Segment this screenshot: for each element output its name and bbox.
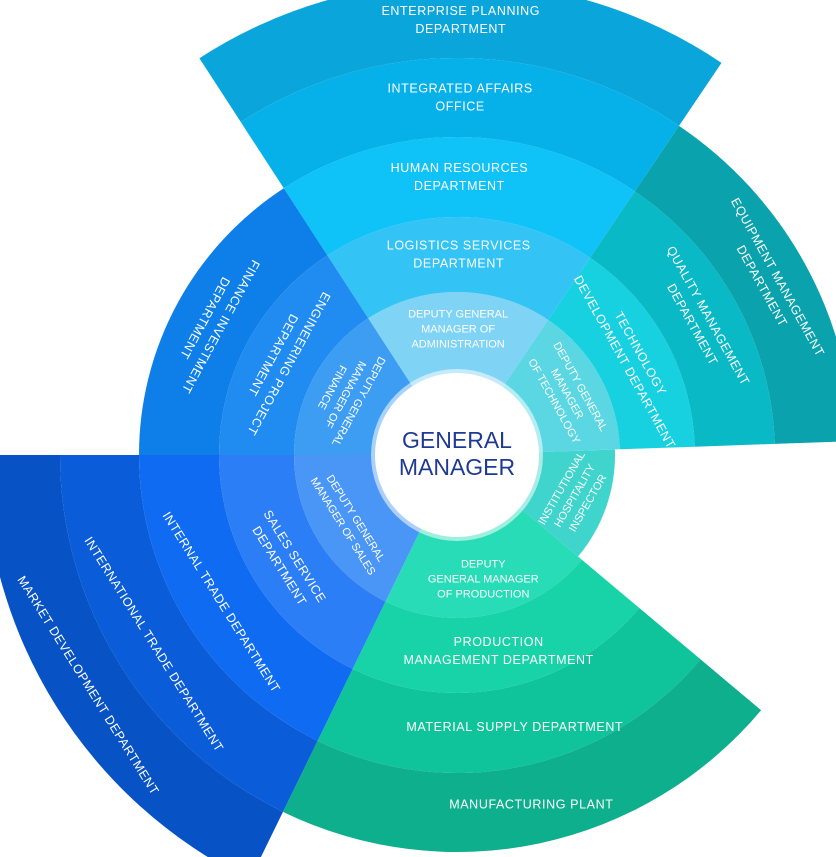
label-administration-dept-1-line-2: DEPARTMENT	[413, 257, 504, 271]
label-production-dept-1: PRODUCTION MANAGEMENT DEPARTMENT	[403, 635, 593, 667]
label-production-dept-2-line-1: MATERIAL SUPPLY DEPARTMENT	[406, 720, 623, 734]
sector-technology-dept-ring-1[interactable]	[548, 257, 695, 450]
label-administration-dept-2-line-1: HUMAN RESOURCES	[391, 161, 529, 175]
sector-production-dept-ring-1[interactable]	[352, 559, 640, 693]
label-administration-dept-3-line-1: INTEGRATED AFFAIRS	[387, 82, 532, 96]
sector-administration-dept-ring-4[interactable]	[199, 0, 722, 126]
center-title-line-1: GENERAL	[402, 427, 512, 453]
label-administration-dept-2: HUMAN RESOURCES DEPARTMENT	[391, 161, 529, 193]
label-administration-dept-3: INTEGRATED AFFAIRS OFFICE	[387, 82, 532, 114]
label-administration-dept-1: LOGISTICS SERVICES DEPARTMENT	[387, 239, 531, 271]
sector-technology-dept-ring-2[interactable]	[590, 191, 775, 447]
label-administration-deputy: DEPUTY GENERAL MANAGER OF ADMINISTRATION	[408, 309, 508, 351]
label-administration-dept-2-line-2: DEPARTMENT	[414, 179, 505, 193]
sector-sales-dept-ring-1[interactable]	[219, 455, 386, 669]
label-administration-dept-1-line-1: LOGISTICS SERVICES	[387, 239, 531, 253]
label-administration-deputy-line-3: ADMINISTRATION	[411, 339, 504, 351]
label-administration-dept-4: ENTERPRISE PLANNING DEPARTMENT	[381, 4, 540, 36]
label-administration-dept-3-line-2: OFFICE	[435, 100, 484, 114]
label-production-dept-3-line-1: MANUFACTURING PLANT	[449, 798, 613, 812]
sector-sales-dept-ring-4[interactable]	[0, 455, 283, 857]
center-title-line-2: MANAGER	[399, 454, 515, 480]
label-production-dept-3: MANUFACTURING PLANT	[449, 798, 613, 812]
label-production-deputy: DEPUTY GENERAL MANAGER OF PRODUCTION	[428, 559, 539, 601]
sector-sales-deputy-ring[interactable]	[294, 455, 422, 602]
label-administration-dept-4-line-1: ENTERPRISE PLANNING	[381, 4, 540, 18]
label-administration-deputy-line-1: DEPUTY GENERAL	[408, 309, 508, 321]
sector-production-dept-ring-2[interactable]	[317, 607, 701, 774]
label-administration-dept-4-line-2: DEPARTMENT	[415, 22, 506, 36]
sector-administration-dept-ring-2[interactable]	[283, 137, 635, 258]
sector-inspector-deputy-ring[interactable]	[519, 449, 615, 557]
center-node[interactable]: GENERAL MANAGER	[371, 369, 543, 541]
sector-sales-dept-ring-2[interactable]	[138, 455, 353, 741]
label-administration-deputy-line-2: MANAGER OF	[421, 324, 495, 336]
label-production-deputy-line-1: DEPUTY	[461, 559, 506, 571]
sector-finance-dept-ring-2[interactable]	[138, 188, 328, 456]
sector-technology-dept-ring-3[interactable]	[634, 125, 836, 444]
label-production-dept-2: MATERIAL SUPPLY DEPARTMENT	[406, 720, 623, 734]
sector-administration-dept-ring-3[interactable]	[240, 58, 679, 192]
sector-administration-dept-ring-1[interactable]	[327, 217, 591, 320]
label-production-deputy-line-2: GENERAL MANAGER	[428, 574, 539, 586]
label-production-dept-1-line-1: PRODUCTION	[454, 635, 544, 649]
center-circle	[379, 377, 535, 533]
sector-production-dept-ring-3[interactable]	[282, 659, 762, 852]
sector-finance-dept-ring-1[interactable]	[219, 255, 369, 455]
label-production-deputy-line-3: OF PRODUCTION	[437, 589, 529, 601]
sector-finance-deputy-ring[interactable]	[294, 318, 413, 455]
sector-administration-deputy-ring[interactable]	[368, 292, 549, 388]
label-production-dept-1-line-2: MANAGEMENT DEPARTMENT	[403, 653, 593, 667]
sector-sales-dept-ring-3[interactable]	[60, 455, 318, 812]
